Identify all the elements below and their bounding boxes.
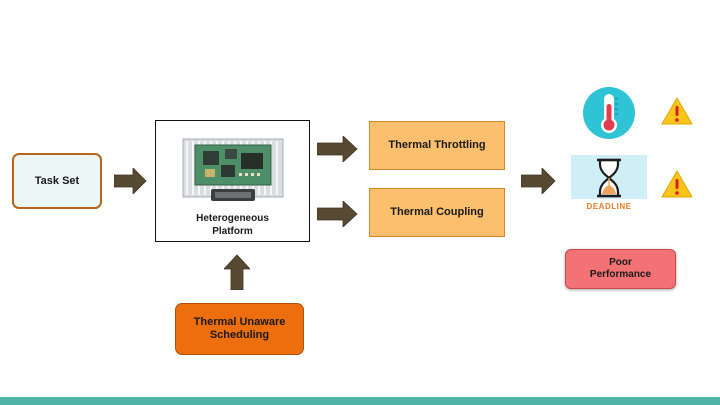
thermal-unaware-scheduling-node: Thermal Unaware Scheduling (175, 303, 304, 355)
poor-performance-label: Poor Performance (589, 257, 652, 280)
thermometer-icon (583, 87, 635, 139)
thermal-coupling-label: Thermal Coupling (390, 206, 484, 218)
circuit-board-icon (181, 135, 286, 213)
poor-performance-node: Poor Performance (565, 249, 676, 289)
warning-icon (661, 170, 693, 198)
thermal-throttling-node: Thermal Throttling (369, 121, 505, 170)
task-set-label: Task Set (34, 174, 80, 187)
thermal-unaware-scheduling-label: Thermal Unaware Scheduling (193, 316, 286, 341)
warning-icon (661, 97, 693, 125)
heterogeneous-platform-node: Heterogeneous Platform (155, 120, 310, 242)
platform-label: Heterogeneous Platform (196, 213, 269, 237)
arrow-scheduling-to-platform (224, 254, 250, 290)
arrow-platform-to-throttling (317, 136, 358, 162)
task-set-node: Task Set (12, 153, 102, 209)
arrow-platform-to-coupling (317, 201, 358, 227)
arrow-taskset-to-platform (114, 168, 147, 194)
deadline-label: DEADLINE (587, 202, 632, 211)
thermal-coupling-node: Thermal Coupling (369, 188, 505, 237)
arrow-to-consequences (521, 168, 556, 194)
deadline-hourglass-icon: DEADLINE (571, 155, 647, 212)
thermal-throttling-label: Thermal Throttling (388, 139, 486, 151)
bottom-accent-bar (0, 397, 720, 405)
